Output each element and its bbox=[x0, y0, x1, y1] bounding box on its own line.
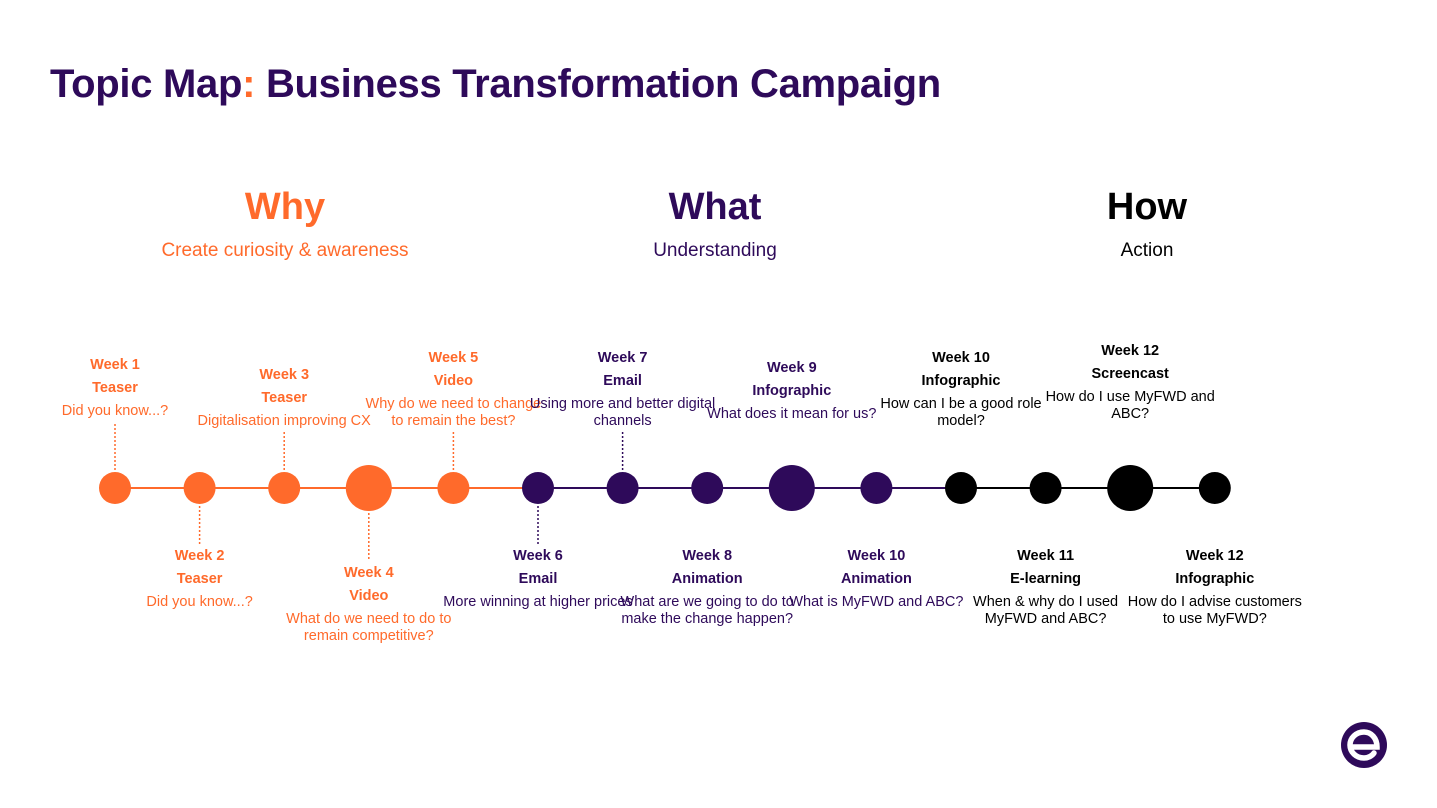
timeline-node bbox=[99, 472, 131, 504]
card-week: Week 7 bbox=[597, 350, 648, 366]
card-week: Week 10 bbox=[932, 350, 990, 366]
timeline-node bbox=[522, 472, 554, 504]
timeline-node bbox=[345, 465, 392, 511]
card-week: Week 5 bbox=[428, 350, 479, 366]
timeline-node bbox=[437, 472, 470, 504]
card-type: Teaser bbox=[261, 390, 308, 406]
phase-subtitle: Create curiosity & awareness bbox=[161, 240, 409, 261]
card-type: E-learning bbox=[1010, 571, 1082, 587]
timeline-node bbox=[268, 472, 301, 504]
card-description: How do I use MyFWD and ABC? bbox=[1045, 389, 1215, 422]
card-type: Infographic bbox=[752, 383, 832, 399]
card-type: Email bbox=[518, 571, 558, 587]
card-type: Email bbox=[603, 373, 642, 389]
timeline-node bbox=[768, 465, 815, 511]
card-type: Teaser bbox=[92, 380, 138, 396]
card-description: What are we going to do to make the chan… bbox=[620, 594, 794, 627]
card-week: Week 8 bbox=[682, 548, 733, 564]
card-type: Animation bbox=[671, 571, 743, 587]
card-week: Week 10 bbox=[847, 548, 906, 564]
phase-subtitle: Action bbox=[1120, 240, 1174, 261]
card-description: More winning at higher prices bbox=[443, 594, 633, 610]
card-description: How do I advise customers to use MyFWD? bbox=[1127, 594, 1302, 627]
phase-heading: Why bbox=[244, 186, 326, 228]
card-description: Did you know...? bbox=[146, 594, 253, 610]
page-title: Topic Map: Business Transformation Campa… bbox=[50, 62, 941, 107]
card-week: Week 4 bbox=[343, 565, 394, 581]
timeline-node bbox=[1107, 465, 1154, 511]
card-description: What does it mean for us? bbox=[707, 406, 877, 422]
card-type: Video bbox=[349, 588, 389, 604]
card-week: Week 2 bbox=[174, 548, 225, 564]
card-type: Video bbox=[433, 373, 473, 389]
phase-heading: What bbox=[668, 186, 762, 228]
timeline-node bbox=[691, 472, 724, 504]
phase-subtitle: Understanding bbox=[653, 240, 777, 261]
card-description: How can I be a good role model? bbox=[880, 396, 1042, 429]
timeline-node bbox=[183, 472, 216, 504]
card-type: Infographic bbox=[921, 373, 1001, 389]
card-week: Week 11 bbox=[1017, 548, 1075, 564]
card-description: Digitalisation improving CX bbox=[197, 413, 371, 429]
card-type: Animation bbox=[840, 571, 912, 587]
title-main: Topic Map bbox=[50, 62, 243, 106]
timeline-node bbox=[860, 472, 893, 504]
card-description: Using more and better digital channels bbox=[529, 396, 716, 429]
title-rest: Business Transformation Campaign bbox=[255, 62, 941, 106]
card-week: Week 6 bbox=[513, 548, 563, 564]
timeline-node bbox=[1029, 472, 1062, 504]
card-week: Week 12 bbox=[1185, 548, 1244, 564]
timeline-node bbox=[1198, 472, 1231, 504]
title-separator: : bbox=[242, 62, 256, 106]
card-week: Week 9 bbox=[766, 360, 817, 376]
card-type: Infographic bbox=[1175, 571, 1255, 587]
card-week: Week 1 bbox=[90, 357, 140, 373]
card-type: Teaser bbox=[176, 571, 223, 587]
card-description: Did you know...? bbox=[61, 403, 169, 419]
card-type: Screencast bbox=[1091, 366, 1169, 382]
timeline-node bbox=[606, 472, 639, 504]
card-week: Week 3 bbox=[259, 367, 310, 383]
timeline-node bbox=[945, 472, 977, 504]
card-week: Week 12 bbox=[1101, 343, 1160, 359]
card-description: What is MyFWD and ABC? bbox=[789, 594, 964, 610]
phase-heading: How bbox=[1106, 186, 1188, 228]
card-description: Why do we need to change to remain the b… bbox=[365, 396, 542, 429]
card-description: What do we need to do to remain competit… bbox=[286, 611, 452, 644]
card-description: When & why do I used MyFWD and ABC? bbox=[973, 594, 1119, 627]
brand-logo-icon bbox=[1341, 722, 1387, 768]
